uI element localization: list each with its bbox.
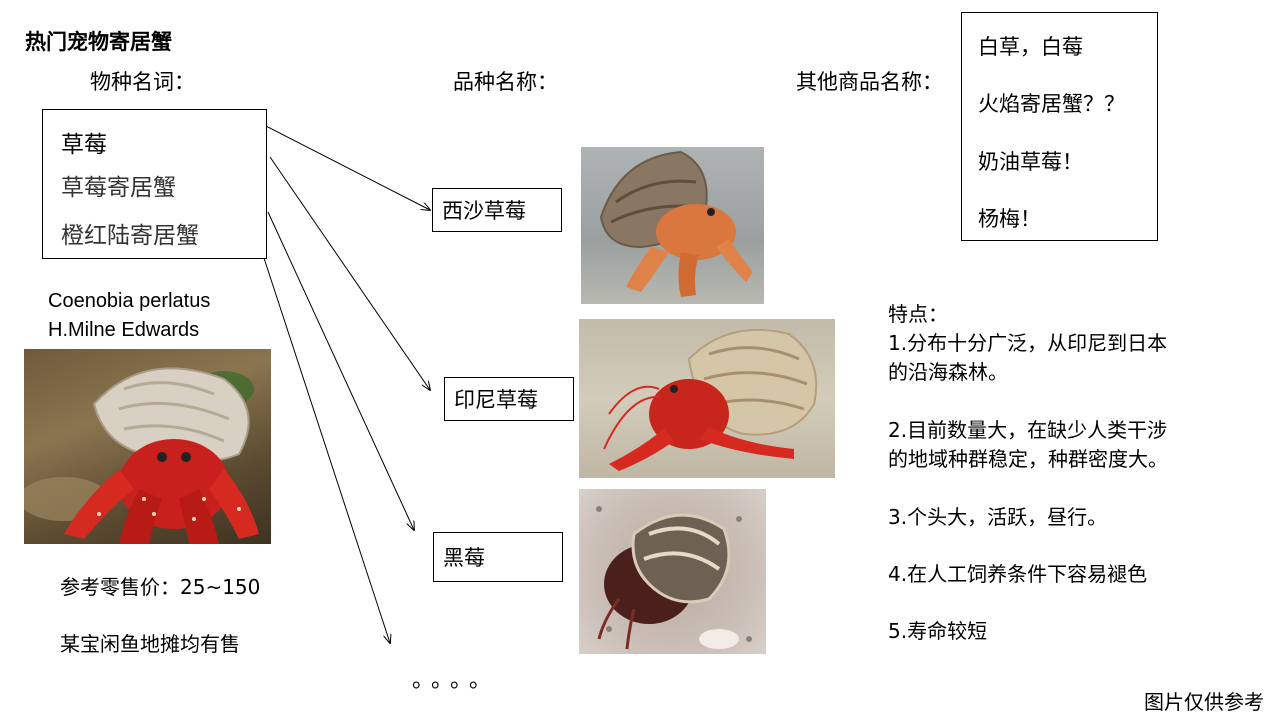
other-name-1: 白草，白莓 (978, 35, 1083, 59)
feature-5: 5.寿命较短 (888, 619, 988, 643)
arrow-to-indonesia (269, 156, 430, 390)
other-names-label: 其他商品名称： (796, 70, 943, 94)
page-title: 热门宠物寄居蟹 (25, 30, 172, 54)
feature-2-line-1: 2.目前数量大，在缺少人类干涉 (888, 418, 1168, 442)
indonesia-strawberry-photo (579, 319, 835, 478)
latin-name-line-1: Coenobia perlatus (48, 290, 211, 312)
other-name-2: 火焰寄居蟹？？ (978, 92, 1125, 116)
feature-3: 3.个头大，活跃，昼行。 (888, 505, 1108, 529)
hermit-crab-photo-main (24, 349, 271, 544)
other-name-4: 杨梅！ (978, 207, 1041, 231)
species-name-1: 草莓 (61, 132, 107, 158)
species-names-box: 草莓 草莓寄居蟹 橙红陆寄居蟹 (42, 109, 267, 259)
breed-box-indonesia: 印尼草莓 (444, 377, 574, 421)
image-credit-note: 图片仅供参考 (1144, 690, 1264, 714)
features-section: 特点： 1.分布十分广泛，从印尼到日本 的沿海森林。 2.目前数量大，在缺少人类… (888, 300, 1168, 646)
feature-1-line-1: 1.分布十分广泛，从印尼到日本 (888, 331, 1168, 355)
other-names-box: 白草，白莓 火焰寄居蟹？？ 奶油草莓！ 杨梅！ (961, 12, 1158, 241)
arrow-to-xisha (261, 123, 430, 210)
feature-2-line-2: 的地域种群稳定，种群密度大。 (888, 447, 1168, 471)
breed-box-xisha: 西沙草莓 (432, 188, 562, 232)
blackberry-photo (579, 489, 766, 654)
availability-note: 某宝闲鱼地摊均有售 (60, 632, 240, 656)
breed-box-blackberry: 黑莓 (433, 532, 563, 582)
breed-name-blackberry: 黑莓 (443, 546, 485, 570)
species-name-3: 橙红陆寄居蟹 (61, 223, 199, 249)
species-name-2: 草莓寄居蟹 (61, 175, 176, 201)
ellipsis-more: 。。。。 (412, 668, 500, 693)
breed-name-xisha: 西沙草莓 (442, 199, 526, 223)
other-name-3: 奶油草莓！ (978, 150, 1083, 174)
feature-4: 4.在人工饲养条件下容易褪色 (888, 562, 1148, 586)
breed-label: 品种名称： (453, 70, 558, 94)
features-heading: 特点： (888, 302, 948, 326)
breed-name-indonesia: 印尼草莓 (454, 388, 538, 412)
arrow-to-blackberry (267, 211, 414, 530)
reference-price: 参考零售价：25~150 (60, 575, 261, 599)
latin-name: Coenobia perlatus H.Milne Edwards (48, 287, 210, 345)
xisha-strawberry-photo (581, 147, 764, 304)
arrow-to-more (261, 251, 390, 643)
latin-name-line-2: H.Milne Edwards (48, 319, 200, 341)
species-label: 物种名词： (90, 70, 195, 94)
feature-1-line-2: 的沿海森林。 (888, 360, 1008, 384)
